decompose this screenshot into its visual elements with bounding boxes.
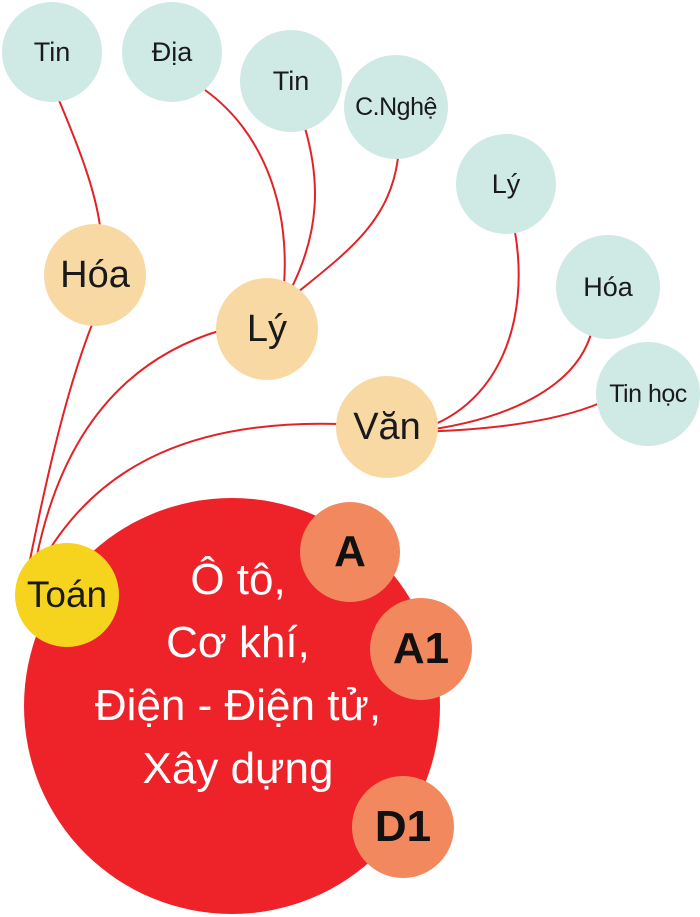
subject-label: Văn — [353, 405, 421, 448]
leaf-node-tin-hoc: Tin học — [596, 342, 700, 446]
major-line-oto: Ô tô, — [190, 555, 286, 604]
block-badge-a: A — [300, 502, 400, 602]
leaf-label: C.Nghệ — [355, 92, 437, 121]
leaf-label: Lý — [491, 168, 521, 199]
major-line-xay-dung: Xây dựng — [142, 744, 334, 793]
leaf-label: Tin học — [609, 379, 687, 408]
hub-node-toan: Toán — [15, 543, 119, 647]
block-badge-d1: D1 — [352, 776, 454, 878]
leaf-label: Tin — [272, 65, 310, 96]
major-line-dien: Điện - Điện tử, — [94, 681, 382, 730]
connector-ly-dia — [204, 89, 286, 286]
block-label: A1 — [392, 624, 450, 673]
subject-node-ly: Lý — [216, 278, 318, 380]
leaf-node-tin-hoa: Tin — [2, 2, 102, 102]
subject-node-van: Văn — [336, 376, 438, 478]
leaf-node-dia: Địa — [122, 2, 222, 102]
connector-hoa-tin — [57, 97, 101, 227]
major-line-co-khi: Cơ khí, — [166, 618, 310, 667]
block-label: A — [334, 527, 366, 576]
subject-label: Lý — [246, 307, 288, 350]
leaf-node-ly: Lý — [456, 134, 556, 234]
connector-van-tinhoc — [411, 402, 601, 433]
connector-ly-tin — [291, 127, 316, 288]
connector-toan-hoa — [29, 321, 94, 561]
subject-node-hoa: Hóa — [44, 224, 146, 326]
leaf-label: Địa — [151, 36, 193, 67]
block-badge-a1: A1 — [370, 598, 472, 700]
leaf-node-tin-ly: Tin — [240, 30, 342, 132]
connector-van-ly — [411, 231, 520, 433]
major-list: Ô tô, Cơ khí, Điện - Điện tử, Xây dựng — [20, 548, 456, 800]
subject-label: Hóa — [60, 253, 130, 296]
leaf-node-hoa: Hóa — [556, 235, 660, 339]
hub-label: Toán — [26, 574, 108, 615]
connector-van-hoa — [411, 329, 593, 433]
connector-ly-cnghe — [297, 157, 399, 293]
leaf-label: Hóa — [583, 271, 633, 302]
connector-toan-ly — [35, 329, 223, 561]
leaf-node-cnghe: C.Nghệ — [344, 55, 448, 159]
connector-toan-van — [41, 422, 341, 563]
leaf-label: Tin — [33, 36, 71, 67]
block-label: D1 — [374, 802, 432, 851]
